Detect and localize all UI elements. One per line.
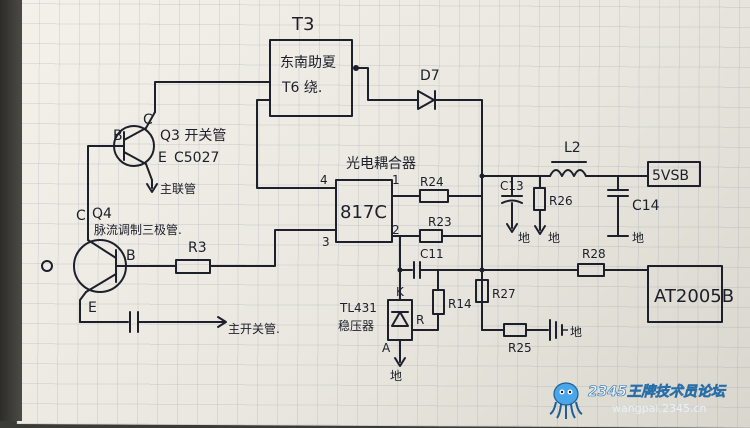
opto-pin-3: 3 bbox=[322, 235, 330, 249]
tl431-r-pin: R bbox=[416, 313, 424, 327]
resistor-r14 bbox=[432, 289, 445, 315]
wire-c11-to-r14 bbox=[419, 269, 439, 291]
resistor-r3 bbox=[175, 259, 211, 274]
resistor-r24-label: R24 bbox=[420, 175, 444, 189]
tl431-symbol bbox=[391, 311, 409, 327]
ic-at2005b-box bbox=[647, 265, 723, 323]
resistor-r25 bbox=[503, 323, 527, 337]
tl431-desc: 稳压器 bbox=[338, 318, 374, 333]
diode-d7-label: D7 bbox=[420, 68, 440, 84]
q3-emitter-arrow bbox=[146, 183, 158, 193]
ground-label-5: 地 bbox=[570, 325, 582, 339]
tl431-k-pin: K bbox=[396, 285, 405, 299]
resistor-r26-label: R26 bbox=[549, 194, 573, 208]
q4-emitter-line bbox=[85, 273, 117, 293]
resistor-r25-label: R25 bbox=[508, 341, 532, 355]
q4-b-pin: B bbox=[126, 248, 136, 264]
opto-pin-4: 4 bbox=[320, 173, 328, 187]
optocoupler-model: 817C bbox=[340, 202, 387, 223]
c13-plate-2 bbox=[501, 199, 523, 204]
q4-desc: 脉流调制三极管. bbox=[94, 222, 182, 237]
junction-dot-3 bbox=[479, 267, 485, 273]
forum-watermark: 2345王牌技术员论坛 wangpai.2345.cn bbox=[549, 382, 727, 419]
transformer-text-1: 东南助夏 bbox=[280, 55, 336, 71]
ground-label-1: 地 bbox=[390, 369, 402, 383]
capacitor-c11-label: C11 bbox=[420, 247, 444, 261]
ground-arrow-3 bbox=[534, 225, 546, 235]
watermark-url: wangpai.2345.cn bbox=[612, 402, 707, 415]
q3-collector-lead bbox=[145, 111, 156, 129]
q4-e-pin: E bbox=[88, 300, 97, 316]
q3-to-main-switch: 主联管 bbox=[160, 181, 196, 196]
junction-dot-1 bbox=[479, 173, 485, 179]
q4-label: Q4 bbox=[92, 206, 112, 222]
tl431-label: TL431 bbox=[339, 301, 377, 315]
wire-d7-to-bus bbox=[434, 99, 483, 177]
optocoupler-title: 光电耦合器 bbox=[346, 156, 416, 172]
main-switch-arrow bbox=[217, 316, 227, 328]
resistor-r28 bbox=[577, 263, 605, 277]
tl431-body bbox=[387, 299, 413, 341]
resistor-r23 bbox=[419, 229, 443, 243]
diode-d7-symbol bbox=[417, 90, 435, 110]
q3-emitter-lead bbox=[145, 163, 153, 189]
octopus-mascot-icon bbox=[549, 382, 583, 419]
transformer-t3-label: T3 bbox=[291, 14, 314, 35]
resistor-r23-label: R23 bbox=[428, 215, 452, 229]
transformer-t3-box bbox=[269, 39, 353, 117]
q3-emitter-line bbox=[123, 151, 147, 165]
tl431-a-pin: A bbox=[382, 341, 391, 355]
q4-emitter-lead bbox=[79, 291, 87, 323]
ground-label-4: 地 bbox=[632, 231, 644, 245]
transformer-text-2: T6 绕. bbox=[281, 80, 322, 96]
wire-t3-to-q3c bbox=[154, 81, 271, 113]
q3-collector-line bbox=[123, 127, 147, 141]
q3-b-pin: B bbox=[113, 128, 123, 144]
inductor-l2-label: L2 bbox=[564, 140, 581, 156]
capacitor-c14-label: C14 bbox=[632, 198, 660, 214]
q4-collector-line bbox=[87, 239, 117, 259]
q3-e-pin: E bbox=[158, 150, 167, 166]
ground-label-3: 地 bbox=[548, 231, 560, 245]
junction-dot-2 bbox=[397, 267, 403, 273]
resistor-r27-label: R27 bbox=[492, 287, 516, 301]
q3-model: C5027 bbox=[174, 150, 219, 166]
ic-at2005b-label: AT2005B bbox=[654, 286, 734, 307]
q4-scribble bbox=[41, 260, 53, 272]
ground-arrow-1 bbox=[394, 357, 406, 367]
opto-pin-1: 1 bbox=[392, 173, 400, 187]
notebook-edge bbox=[0, 0, 22, 421]
q3-c-pin: C bbox=[143, 112, 153, 128]
watermark-title: 2345王牌技术员论坛 bbox=[588, 383, 727, 400]
q4-c-pin: C bbox=[76, 208, 86, 224]
output-5vsb-box bbox=[647, 161, 701, 187]
resistor-r24 bbox=[419, 189, 449, 203]
ground-arrow-2 bbox=[506, 223, 518, 233]
resistor-r14-label: R14 bbox=[448, 297, 472, 311]
resistor-r28-label: R28 bbox=[582, 247, 606, 261]
wire-r3-to-opto3 bbox=[209, 229, 337, 267]
ground-label-2: 地 bbox=[518, 231, 530, 245]
to-main-switch-2: 主开关管. bbox=[228, 321, 280, 336]
optocoupler-817c bbox=[335, 179, 393, 243]
opto-pin-2: 2 bbox=[392, 223, 400, 237]
q3-label: Q3 开关管 bbox=[160, 128, 226, 144]
wire-q3b-to-q4c bbox=[87, 145, 125, 213]
inductor-l2 bbox=[549, 169, 587, 177]
resistor-r26 bbox=[533, 187, 546, 211]
resistor-r3-label: R3 bbox=[188, 240, 207, 256]
wire-t3-to-opto4 bbox=[256, 99, 337, 189]
wire-t3-to-d7 bbox=[355, 67, 419, 101]
capacitor-c13-label: C13 bbox=[500, 179, 524, 193]
resistor-r27 bbox=[475, 279, 489, 303]
output-5vsb-label: 5VSB bbox=[652, 168, 689, 184]
